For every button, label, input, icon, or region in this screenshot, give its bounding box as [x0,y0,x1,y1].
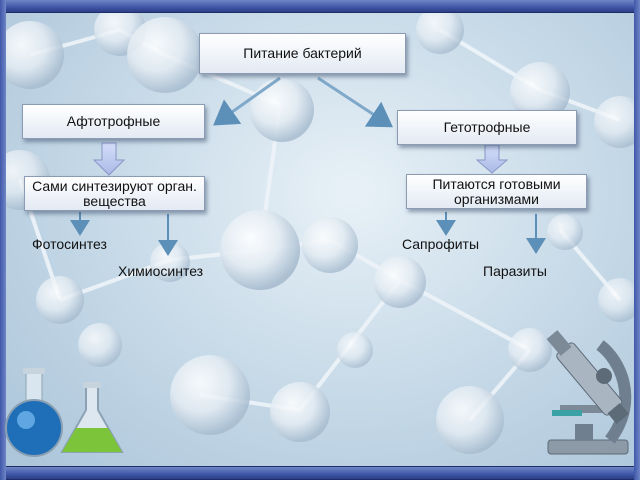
right-frame-bar [634,0,640,480]
arrow-root-to-right [317,76,394,128]
top-frame-bar [0,0,640,13]
microscope-icon [546,330,632,455]
round-flask-icon [5,368,63,457]
root-node-box: Питание бактерий [199,33,406,74]
left-description-box: Сами синтезируют орган. вещества [24,176,205,211]
right-branch-box: Гетотрофные [397,110,577,145]
leaf-parazity: Паразиты [483,263,547,279]
right-description-box: Питаются готовыми организмами [406,174,587,209]
left-branch-box: Афтотрофные [22,104,205,139]
left-branch-label: Афтотрофные [66,113,161,130]
root-node-label: Питание бактерий [243,45,362,62]
left-description-label: Сами синтезируют орган. вещества [32,177,197,209]
leaf-saprofity: Сапрофиты [402,236,480,252]
left-frame-bar [0,0,6,480]
block-arrow-left [92,142,126,176]
block-arrow-right [475,144,509,174]
leaf-hemosintez: Химиосинтез [118,263,204,279]
right-description-label: Питаются готовыми организмами [432,175,561,207]
leaf-fotosintez: Фотосинтез [32,236,107,252]
right-branch-label: Гетотрофные [443,119,531,136]
arrow-root-to-left [213,76,281,126]
conical-flask-icon [60,382,124,453]
